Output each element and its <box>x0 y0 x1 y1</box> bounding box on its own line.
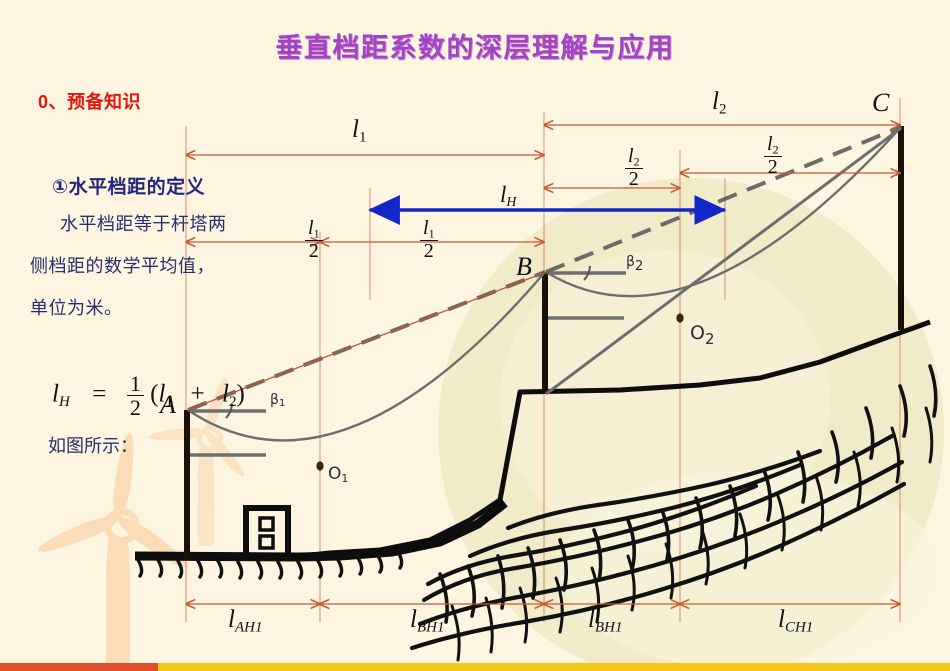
subsection-heading: ①水平档距的定义 <box>52 177 206 198</box>
sag-label-O2-sub: 2 <box>704 330 715 348</box>
angle-label-beta1: β1 <box>270 392 285 409</box>
label-l1-half-right-sub: 1 <box>428 226 435 241</box>
formula-plus: + <box>190 380 205 408</box>
label-l1-half-right-den: 2 <box>423 240 434 263</box>
sag-label-O2-o: O <box>690 322 705 344</box>
footer-bar-yellow <box>0 663 950 671</box>
sag-label-O1: O1 <box>328 464 348 485</box>
label-l2-sub: 2 <box>718 101 727 118</box>
label-l1-half-left-sub: 1 <box>313 226 320 241</box>
formula-lhs-sub: H <box>58 393 70 410</box>
sag-label-O1-sub: 1 <box>341 472 349 485</box>
angle-label-beta2-g: β <box>626 254 635 270</box>
label-l2-half-left-l: l <box>628 145 634 167</box>
label-l2-half-right-sub: 2 <box>772 142 779 157</box>
bottom-label-lBH1-a: lBH1 <box>410 606 444 637</box>
chord-A-B <box>187 270 547 412</box>
formula-t2-sub: 2 <box>229 393 237 410</box>
label-l2-half-right: l2 2 <box>764 134 782 178</box>
wind-turbine-watermark-small <box>148 375 270 548</box>
formula-t1-sub: 1 <box>165 393 173 410</box>
body-line-3: 单位为米。 <box>30 298 123 318</box>
page-title: 垂直档距系数的深层理解与应用 <box>275 33 675 63</box>
bottom-label-lCH1-l: l <box>778 606 785 633</box>
formula-num: 1 <box>126 372 144 397</box>
angle-arc-beta2 <box>583 265 591 281</box>
formula-den: 2 <box>129 395 141 421</box>
label-l1-l: l <box>352 116 359 143</box>
footer-bar-red <box>0 663 158 671</box>
bottom-label-lCH1-sub: CH1 <box>784 619 814 636</box>
bottom-label-lBH1-b-sub: BH1 <box>594 619 623 636</box>
label-l2-half-right-den: 2 <box>767 156 778 179</box>
formula-t1-l: l <box>158 380 166 408</box>
chord-B-C <box>545 125 902 274</box>
sag-label-O1-o: O <box>328 464 342 484</box>
angle-label-beta2-sub: 2 <box>634 259 644 274</box>
bottom-label-lAH1-sub: AH1 <box>234 619 263 636</box>
tower-label-B: B <box>516 252 532 281</box>
label-l1-half-left: l1 2 <box>305 218 323 262</box>
label-l1-sub: 1 <box>358 129 367 146</box>
formula-paren-open: ( <box>150 380 159 408</box>
angle-label-beta2: β2 <box>626 254 643 274</box>
label-l2: l2 <box>712 88 726 119</box>
label-lH-sub: H <box>506 194 517 210</box>
label-l2-l: l <box>712 88 719 115</box>
as-shown-text: 如图所示： <box>48 436 138 456</box>
angle-baselines <box>190 271 626 457</box>
label-l1-half-right-l: l <box>423 217 429 239</box>
formula-lhs-l: l <box>52 380 59 408</box>
formula-paren-close: ) <box>236 380 245 408</box>
label-l2-half-left-den: 2 <box>628 168 639 191</box>
bottom-label-lAH1: lAH1 <box>228 606 262 637</box>
wind-turbine-watermark <box>30 431 210 671</box>
conductor-curves <box>187 126 902 442</box>
building-icon <box>243 505 291 559</box>
label-l2-half-left: l2 2 <box>625 146 643 190</box>
label-l1-half-left-l: l <box>308 217 314 239</box>
tower-label-C: C <box>872 88 890 117</box>
bottom-label-lCH1: lCH1 <box>778 606 813 637</box>
angle-label-beta1-sub: 1 <box>278 398 286 409</box>
label-l2-half-left-sub: 2 <box>633 154 640 169</box>
body-line-1: 水平档距等于杆塔两 <box>60 214 227 234</box>
formula-one-half: 1 2 <box>126 372 144 421</box>
sag-marker-O1 <box>316 461 324 471</box>
angle-arc-beta1 <box>225 403 233 419</box>
bottom-label-lBH1-b-l: l <box>588 606 595 633</box>
label-l1-half-right: l1 2 <box>420 218 438 262</box>
formula-t2-l: l <box>222 380 229 408</box>
formula-horizontal-span: lH = 1 2 (l1 + l2) <box>52 372 245 419</box>
sag-label-O2: O2 <box>690 322 715 348</box>
label-l1: l1 <box>352 116 366 147</box>
body-line-2: 侧档距的数学平均值， <box>30 256 215 276</box>
bottom-label-lAH1-l: l <box>228 606 235 633</box>
bottom-label-lBH1-b: lBH1 <box>588 606 622 637</box>
bottom-label-lBH1-a-l: l <box>410 606 417 633</box>
label-l1-half-left-den: 2 <box>308 240 319 263</box>
label-lH: lH <box>500 182 516 210</box>
formula-equals: = <box>92 380 107 408</box>
angle-label-beta1-g: β <box>270 392 279 408</box>
section-heading: 0、预备知识 <box>38 92 142 112</box>
bottom-label-lBH1-a-sub: BH1 <box>416 619 445 636</box>
label-lH-l: l <box>500 182 507 207</box>
tower-label-A: A <box>160 390 176 419</box>
sag-marker-O2 <box>676 313 684 323</box>
label-l2-half-right-l: l <box>767 133 773 155</box>
